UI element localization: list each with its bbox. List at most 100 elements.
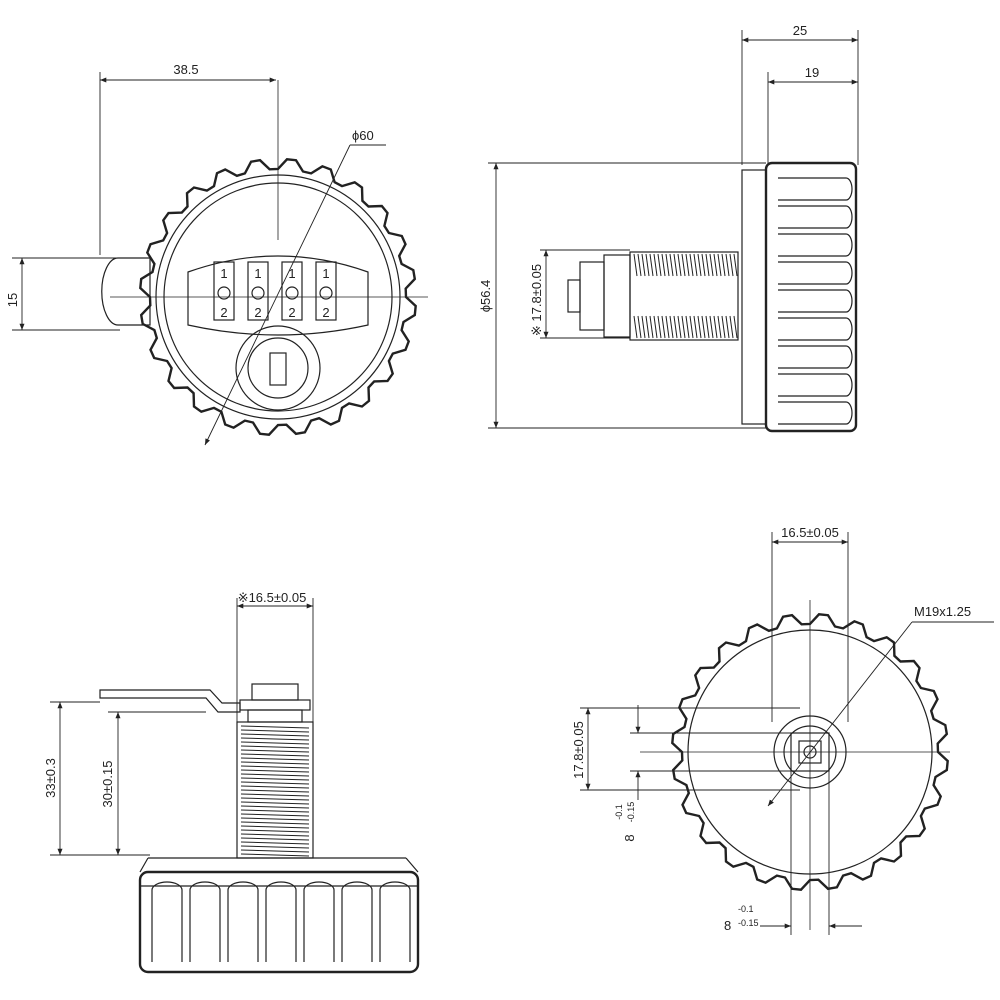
thread-line [677, 315, 682, 339]
thread-line [649, 253, 654, 277]
thread-line-elev [240, 749, 310, 753]
thread-line [725, 315, 730, 339]
cam-bar [101, 257, 151, 326]
key-cylinder [247, 337, 309, 399]
dial-window [187, 255, 369, 336]
thread-line [657, 315, 662, 339]
thread-line [717, 315, 722, 339]
dim-height-label: 15 [5, 293, 20, 307]
thread-line [721, 253, 726, 277]
dim-square-h-tol-lower: -0.15 [738, 918, 759, 928]
dial-digit-top: 1 [220, 266, 227, 281]
knob-body [764, 161, 858, 433]
thread-line-elev [240, 729, 310, 733]
knob-rib [778, 233, 853, 257]
thread-line [685, 315, 690, 339]
thread-line-elev [240, 837, 310, 841]
thread-line [645, 253, 650, 277]
dim-square-h-tol-upper: -0.1 [738, 904, 754, 914]
thread-line [677, 253, 682, 277]
thread-line [673, 315, 678, 339]
dial-wheel [281, 261, 303, 321]
dim-line-diameter [204, 144, 351, 446]
thread-line-elev [240, 765, 310, 769]
thread-line-elev [240, 781, 310, 785]
thread-line [733, 253, 738, 277]
thread-line [661, 253, 666, 277]
cam-tip [579, 261, 605, 331]
dial-digit-bottom: 2 [220, 305, 227, 320]
dial-digit-bottom: 2 [254, 305, 261, 320]
thread-line-elev [240, 737, 310, 741]
thread-line-elev [240, 829, 310, 833]
thread-line [653, 253, 658, 277]
dim-outer-label: 33±0.3 [43, 758, 58, 798]
thread-line [705, 315, 710, 339]
thread-line [729, 253, 734, 277]
thread-line [673, 253, 678, 277]
back-view: 16.5±0.05 M19x1.25 17.8±0.05 8 -0.1 -0.1… [571, 525, 994, 935]
hex-nut [251, 683, 299, 701]
thread-line [713, 315, 718, 339]
dim-square-v-tol-lower: -0.15 [626, 802, 636, 823]
thread-line [697, 315, 702, 339]
thread-line [657, 253, 662, 277]
thread-line-elev [240, 745, 310, 749]
side-view: 25 19 ϕ56.4 ※ 17.8±0.05 [478, 23, 859, 433]
thread-line [665, 253, 670, 277]
dial-wheel [247, 261, 269, 321]
dial-digit-center [319, 286, 333, 300]
thread-line-elev [240, 777, 310, 781]
thread-line-elev [240, 825, 310, 829]
dim-flat-v-label: 17.8±0.05 [571, 721, 586, 779]
dial-wheel [315, 261, 337, 321]
thread-line-elev [240, 741, 310, 745]
thread-line [637, 253, 642, 277]
knob-rib-elev [379, 881, 411, 962]
thread-line [713, 253, 718, 277]
knob-rib [778, 289, 853, 313]
thread-line [697, 253, 702, 277]
thread-line-elev [240, 841, 310, 845]
elevation-view: ※16.5±0.05 33±0.3 30±0.15 [43, 590, 420, 974]
thread-line [701, 253, 706, 277]
knob-rib-elev [151, 881, 183, 962]
thread-line [693, 253, 698, 277]
thread-line-elev [240, 849, 310, 853]
knob-rib [778, 345, 853, 369]
thread-line [669, 253, 674, 277]
screw-tip [567, 279, 581, 313]
thread-line [721, 315, 726, 339]
thread-line [725, 253, 730, 277]
shaft-threads [633, 253, 738, 339]
dim-inner-label: 30±0.15 [100, 761, 115, 808]
thread-line-elev [240, 821, 310, 825]
knob-rib [778, 261, 853, 285]
thread-line [717, 253, 722, 277]
thread-line-elev [240, 789, 310, 793]
dial-digit-top: 1 [322, 266, 329, 281]
thread-line-elev [240, 785, 310, 789]
thread-line [681, 253, 686, 277]
thread-line-elev [240, 801, 310, 805]
knob-rib [778, 373, 853, 397]
dim-thread-label: M19x1.25 [914, 604, 971, 619]
dim-diameter-label-side: ϕ56.4 [478, 280, 493, 313]
thread-line [729, 315, 734, 339]
thread-line-elev [240, 845, 310, 849]
thread-line-elev [240, 753, 310, 757]
dim-total-label: 25 [793, 23, 807, 38]
thread-line [645, 315, 650, 339]
dial-digit-top: 1 [288, 266, 295, 281]
thread-line [641, 253, 646, 277]
knob-rib-elev [265, 881, 297, 962]
thread-line-elev [240, 773, 310, 777]
thread-line [693, 315, 698, 339]
dial-wheel [213, 261, 235, 321]
thread-line [669, 315, 674, 339]
thread-line [649, 315, 654, 339]
thread-line [685, 253, 690, 277]
thread-line [633, 253, 638, 277]
